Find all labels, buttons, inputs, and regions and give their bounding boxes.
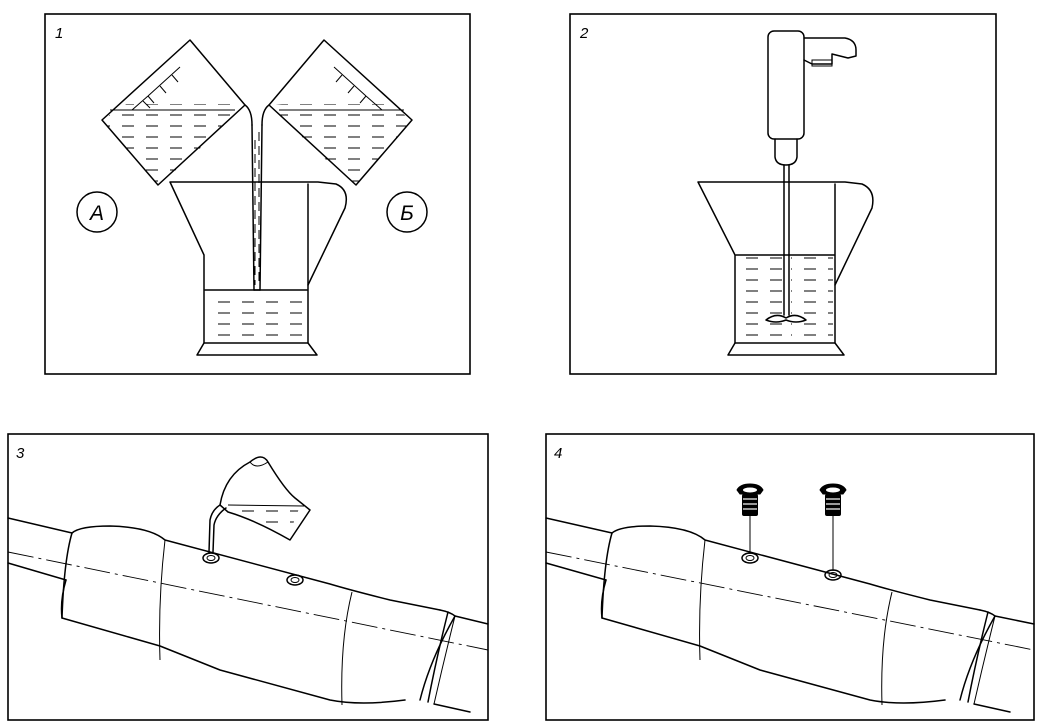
- pouring-stream: [251, 124, 263, 291]
- panel-4-number: 4: [554, 445, 562, 462]
- panel-3-number: 3: [16, 445, 25, 462]
- panel-2-number: 2: [579, 25, 589, 42]
- sealing-plug-1: [736, 483, 764, 554]
- component-b-label: Б: [400, 202, 414, 225]
- component-a-marker: А: [76, 191, 118, 233]
- panel-4-frame: [545, 433, 1035, 721]
- mixing-jug: [169, 181, 348, 356]
- component-a-label: А: [88, 202, 104, 225]
- left-pouring-beaker: [101, 39, 253, 186]
- pipe-with-sleeve-3: [7, 517, 489, 713]
- right-pouring-beaker: [261, 39, 413, 186]
- pipe-with-sleeve-4: [545, 517, 1035, 713]
- mixing-jug-2: [697, 181, 874, 356]
- panel-1: 1: [44, 13, 471, 375]
- panel-4: 4: [545, 433, 1035, 721]
- panel-3: 3: [7, 433, 489, 721]
- component-b-marker: Б: [386, 191, 428, 233]
- sealing-plug-2: [819, 483, 847, 571]
- pouring-jug: [208, 456, 311, 553]
- panel-2: 2: [569, 13, 997, 375]
- panel-1-number: 1: [55, 25, 63, 42]
- panel-3-frame: [7, 433, 489, 721]
